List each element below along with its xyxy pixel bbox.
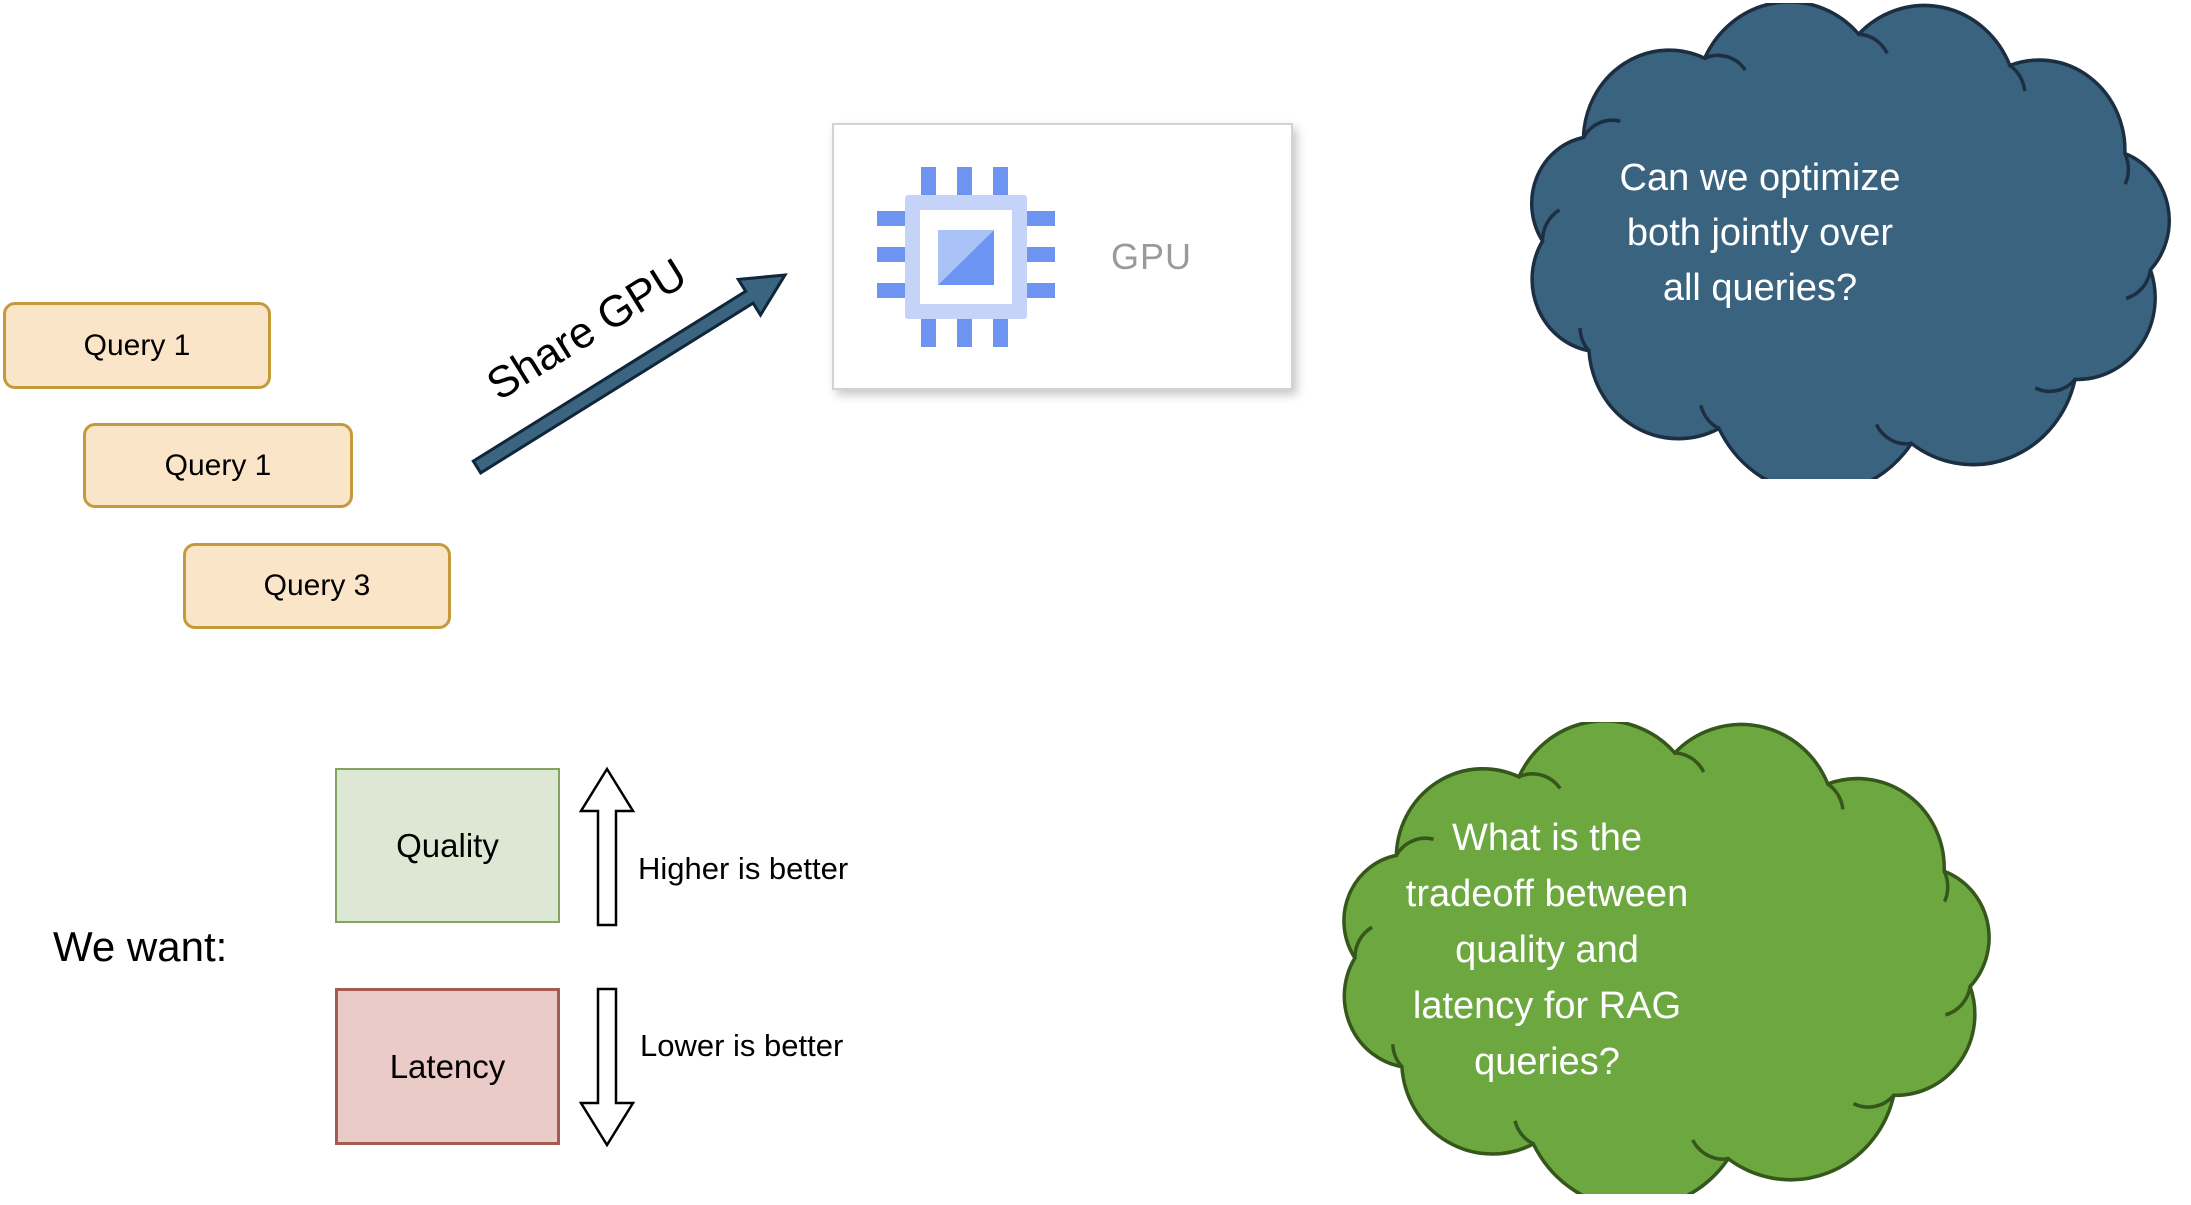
up-arrow-icon [578, 766, 636, 927]
latency-box-label: Latency [389, 1047, 506, 1085]
quality-box: Quality [335, 768, 560, 923]
thought-cloud-green: What is the tradeoff between quality and… [1325, 722, 2003, 1194]
higher-is-better-label: Higher is better [638, 851, 849, 886]
gpu-card: GPU [832, 123, 1293, 390]
green-cloud-line: latency for RAG [1412, 985, 1682, 1027]
lower-is-better-label: Lower is better [640, 1028, 844, 1063]
query-box-2-label: Query 1 [164, 448, 272, 482]
quality-box-label: Quality [396, 826, 499, 864]
blue-cloud-text: Can we optimize both jointly over all qu… [1560, 151, 1960, 316]
blue-cloud-line: all queries? [1662, 267, 1858, 309]
query-box-3-label: Query 3 [263, 569, 371, 602]
green-cloud-text: What is the tradeoff between quality and… [1347, 810, 1747, 1090]
we-want-label: We want: [53, 923, 228, 970]
green-cloud-line: What is the [1451, 817, 1643, 859]
query-box-2: Query 1 [83, 423, 353, 508]
green-cloud-line: queries? [1474, 1041, 1620, 1083]
latency-box: Latency [335, 988, 560, 1145]
green-cloud-line: quality and [1455, 929, 1639, 971]
share-gpu-arrow-icon [471, 273, 788, 475]
gpu-chip-icon [877, 166, 1055, 347]
cloud-shape-green [1342, 722, 1991, 1194]
cloud-shape-blue [1529, 3, 2171, 479]
query-box-1: Query 1 [3, 302, 271, 389]
thought-cloud-blue: Can we optimize both jointly over all qu… [1513, 3, 2183, 479]
query-box-3: Query 3 [183, 543, 451, 629]
down-arrow-icon [578, 987, 636, 1148]
blue-cloud-line: Can we optimize [1619, 157, 1901, 199]
green-cloud-line: tradeoff between [1405, 873, 1689, 915]
gpu-label: GPU [1111, 235, 1193, 277]
query-box-1-label: Query 1 [83, 328, 191, 362]
blue-cloud-line: both jointly over [1626, 212, 1894, 254]
